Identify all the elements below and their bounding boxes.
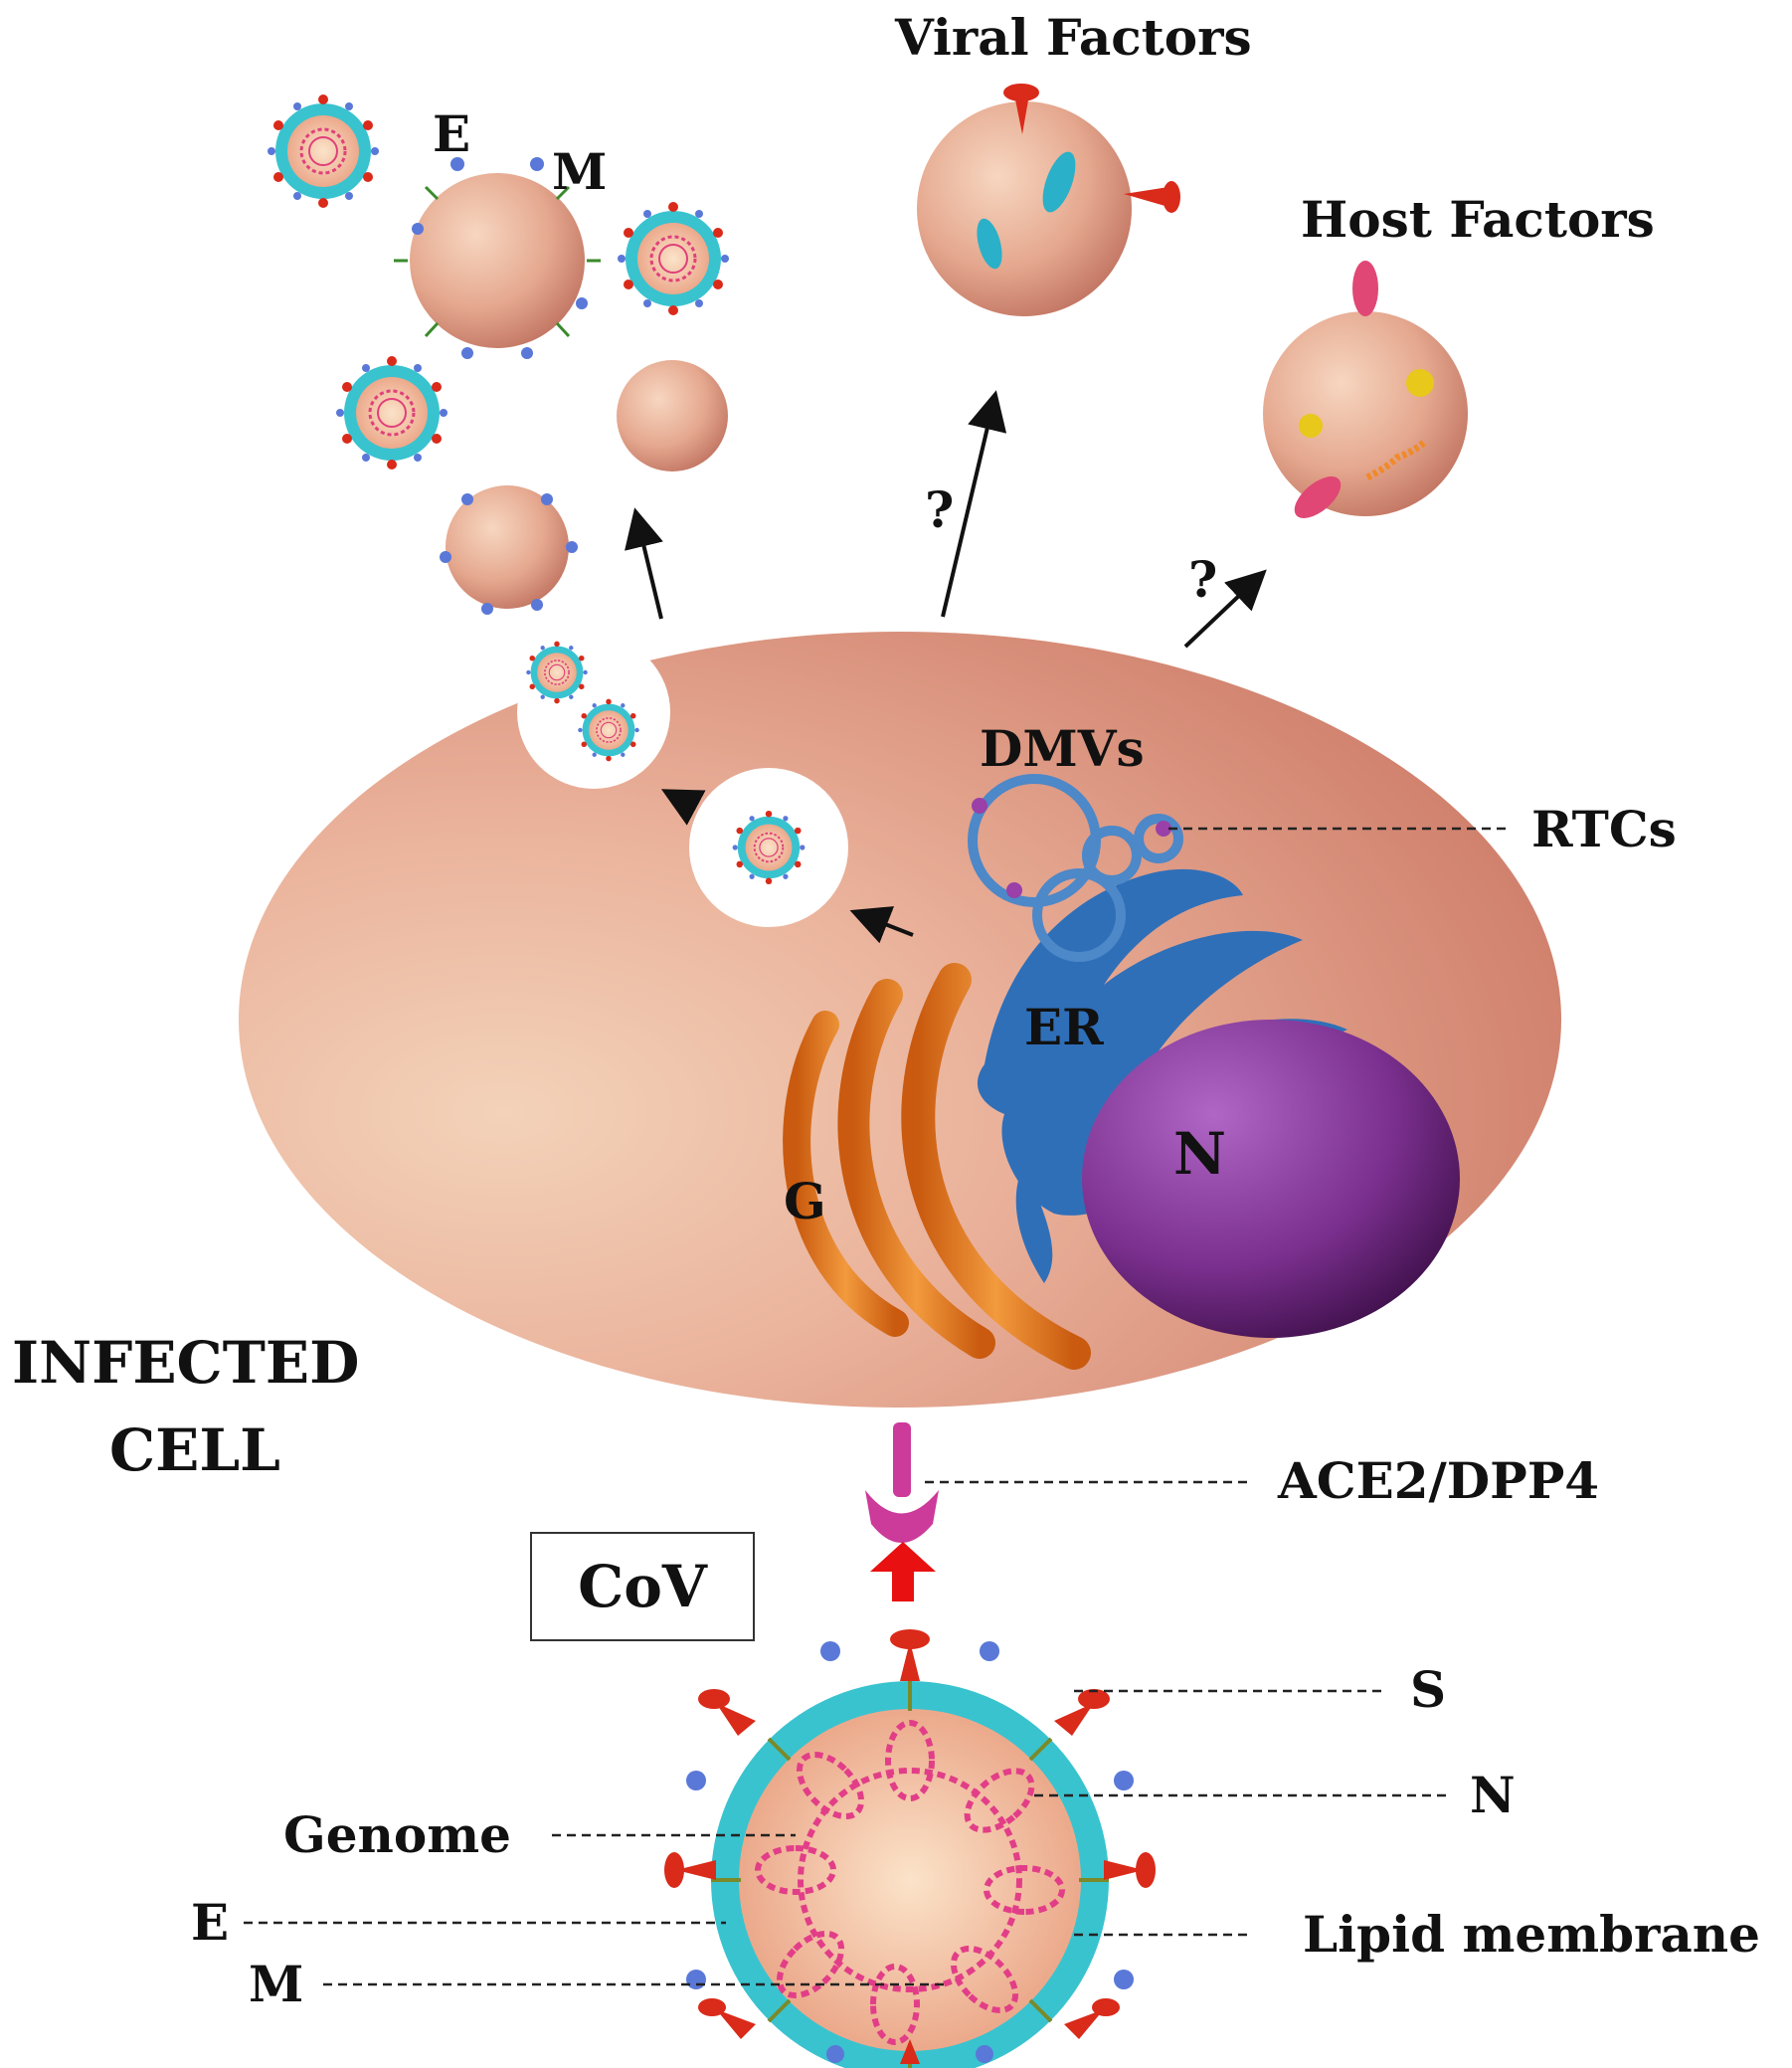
entry-arrow	[870, 1542, 936, 1601]
vesicle-particle	[617, 360, 728, 471]
nucleus	[1082, 1020, 1460, 1338]
label-e: E	[191, 1893, 229, 1952]
cov-label-box: CoV	[530, 1532, 755, 1641]
double-membrane-vesicles	[968, 774, 1183, 962]
label-dmvs: DMVs	[980, 719, 1145, 778]
budding-vesicle	[517, 636, 670, 789]
arrow-host-factors	[1183, 569, 1267, 649]
genome-rna	[755, 1720, 1065, 2045]
label-golgi: G	[784, 1172, 826, 1230]
receptor-icon	[865, 1422, 939, 1543]
arrow-vesicle-transport	[849, 906, 914, 944]
released-virion	[266, 93, 381, 210]
released-virion	[334, 354, 449, 471]
transport-vesicle	[689, 768, 848, 927]
label-n-protein: N	[1470, 1766, 1516, 1824]
label-nucleus: N	[1173, 1120, 1226, 1188]
label-cell: CELL	[109, 1416, 280, 1484]
golgi-apparatus	[783, 963, 1091, 1370]
spike-proteins	[664, 1629, 1156, 2064]
label-s: S	[1410, 1660, 1446, 1719]
label-lipid-membrane: Lipid membrane	[1303, 1905, 1760, 1964]
label-viral-factors: Viral Factors	[894, 8, 1252, 67]
viral-factors-exosome	[917, 84, 1180, 316]
e-proteins	[686, 1641, 1134, 2063]
label-cov: CoV	[578, 1553, 707, 1620]
label-m-top: M	[552, 142, 607, 201]
arrow-viral-factors	[941, 390, 1007, 618]
label-e-top: E	[433, 104, 470, 163]
rtc-complexes	[972, 798, 1171, 898]
em-particle	[410, 173, 585, 348]
released-virion	[616, 200, 731, 317]
coronavirus-virion	[664, 1629, 1156, 2068]
m-vlp	[440, 485, 578, 615]
label-m: M	[249, 1955, 303, 2013]
label-receptor: ACE2/DPP4	[1277, 1451, 1599, 1510]
label-host-factors: Host Factors	[1301, 190, 1655, 249]
arrow-vesicle-exit	[660, 789, 706, 826]
question-mark-host: ?	[1188, 550, 1217, 609]
label-er: ER	[1024, 998, 1104, 1056]
label-infected: INFECTED	[12, 1329, 359, 1397]
virion-core	[739, 1709, 1081, 2051]
host-factors-exosome	[1263, 261, 1468, 518]
em-vlp	[394, 157, 601, 359]
question-mark-viral: ?	[925, 480, 954, 539]
label-genome: Genome	[283, 1805, 511, 1864]
arrow-release-virions	[625, 507, 663, 620]
label-rtcs: RTCs	[1531, 800, 1677, 858]
